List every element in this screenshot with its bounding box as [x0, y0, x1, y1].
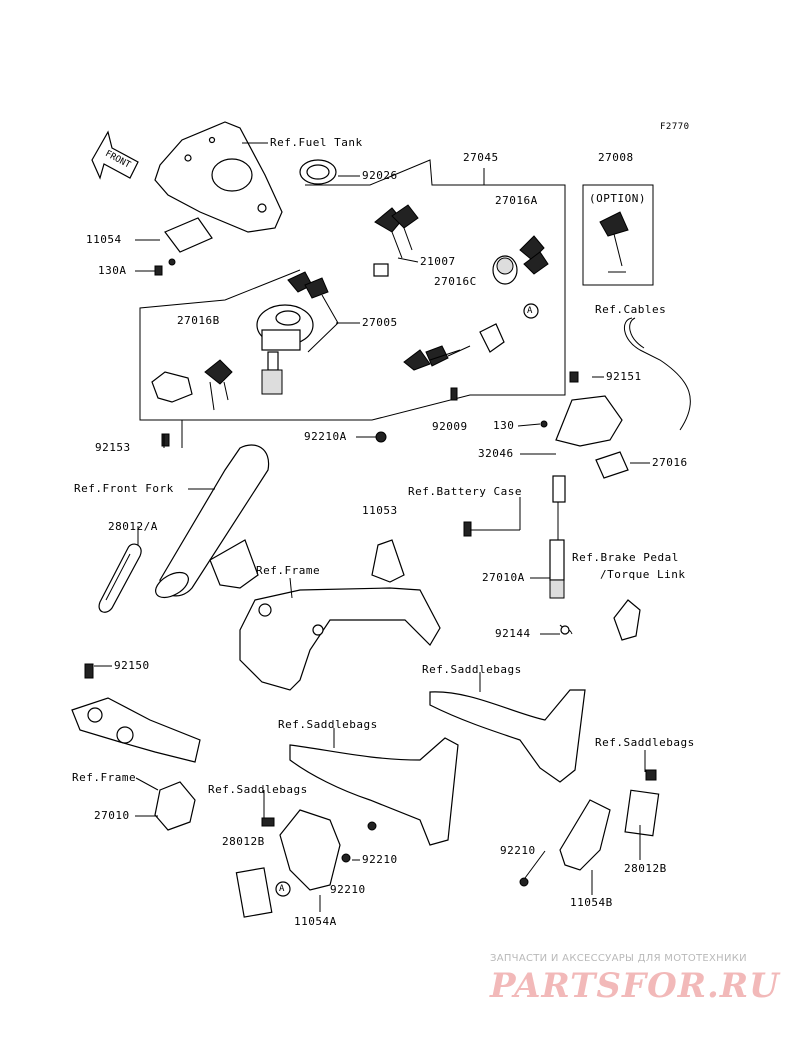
label-28012a: 28012/A	[108, 520, 158, 533]
label-11054: 11054	[86, 233, 122, 246]
watermark-logo: PARTSFOR.RU	[490, 966, 780, 1006]
label-27005: 27005	[362, 316, 398, 329]
label-92210-3: 92210	[330, 883, 366, 896]
label-92210-1: 92210	[362, 853, 398, 866]
cable-assembly	[540, 317, 691, 479]
label-92009: 92009	[432, 420, 468, 433]
marker-circle-a-1	[523, 303, 539, 319]
label-92210a: 92210A	[304, 430, 347, 443]
label-ref-saddlebags-1: Ref.Saddlebags	[422, 663, 522, 676]
bracket-11054B	[519, 769, 660, 887]
label-ref-saddlebags-4: Ref.Saddlebags	[208, 783, 308, 796]
label-27010a: 27010A	[482, 571, 525, 584]
label-27016a: 27016A	[495, 194, 538, 207]
lock-set-27016C	[403, 323, 505, 371]
marker-circle-a-2	[275, 881, 291, 897]
label-11054a: 11054A	[294, 915, 337, 928]
label-27016: 27016	[652, 456, 688, 469]
label-21007: 21007	[420, 255, 456, 268]
bracket-11054A	[235, 809, 377, 918]
watermark-tagline: ЗАПЧАСТИ И АКСЕССУАРЫ ДЛЯ МОТОТЕХНИКИ	[490, 953, 747, 964]
bracket-11053	[371, 521, 472, 583]
label-11053: 11053	[362, 504, 398, 517]
frame-main	[239, 587, 441, 691]
label-27016c: 27016C	[434, 275, 477, 288]
label-ref-saddlebags-3: Ref.Saddlebags	[595, 736, 695, 749]
label-27008: 27008	[598, 151, 634, 164]
lock-set-27016B	[151, 359, 233, 447]
label-92150: 92150	[114, 659, 150, 672]
label-circle-a-2: A	[279, 884, 285, 894]
label-option: (OPTION)	[589, 192, 646, 205]
label-ref-cables: Ref.Cables	[595, 303, 667, 316]
nut-92210A	[375, 431, 387, 443]
front-arrow-icon: FRONT	[91, 130, 139, 180]
ignition-switch-27005	[256, 304, 314, 395]
saddlebag-bracket-upper	[429, 689, 586, 783]
label-92144: 92144	[495, 627, 531, 640]
label-ref-battery-case: Ref.Battery Case	[408, 485, 522, 498]
label-27010: 27010	[94, 809, 130, 822]
label-92151: 92151	[606, 370, 642, 383]
label-ref-fuel-tank: Ref.Fuel Tank	[270, 136, 363, 149]
figure-code: F2770	[660, 122, 690, 132]
assembly-outline-27045	[139, 159, 566, 421]
front-fork	[155, 444, 270, 599]
label-92210-2: 92210	[500, 844, 536, 857]
saddlebag-bracket-lower	[289, 737, 459, 846]
brake-switch-27010A	[549, 475, 641, 641]
label-ref-frame-1: Ref.Frame	[256, 564, 321, 577]
label-circle-a-1: A	[527, 306, 533, 316]
label-28012b-1: 28012B	[222, 835, 265, 848]
label-28012b-2: 28012B	[624, 862, 667, 875]
option-key-box-27008	[582, 184, 654, 286]
label-11054b: 11054B	[570, 896, 613, 909]
label-ref-front-fork: Ref.Front Fork	[74, 482, 174, 495]
label-ref-saddlebags-2: Ref.Saddlebags	[278, 718, 378, 731]
keys-21007	[287, 204, 419, 299]
label-92153: 92153	[95, 441, 131, 454]
label-ref-brake-pedal: Ref.Brake Pedal	[572, 551, 679, 564]
label-torque-link: /Torque Link	[600, 568, 686, 581]
label-ref-frame-2: Ref.Frame	[72, 771, 137, 784]
fuel-tank-bracket	[154, 121, 283, 233]
bracket-11054	[154, 217, 213, 276]
label-130a: 130A	[98, 264, 127, 277]
label-32046: 32046	[478, 447, 514, 460]
reflector-28012A	[98, 543, 142, 613]
lock-set-27016A	[492, 235, 549, 285]
frame-brake-assembly	[71, 663, 201, 831]
leader-lines	[94, 142, 650, 912]
grommet-92026	[299, 159, 337, 185]
label-130: 130	[493, 419, 515, 432]
label-27016b: 27016B	[177, 314, 220, 327]
label-92026: 92026	[362, 169, 398, 182]
bolt-92009	[450, 387, 458, 401]
label-27045: 27045	[463, 151, 499, 164]
